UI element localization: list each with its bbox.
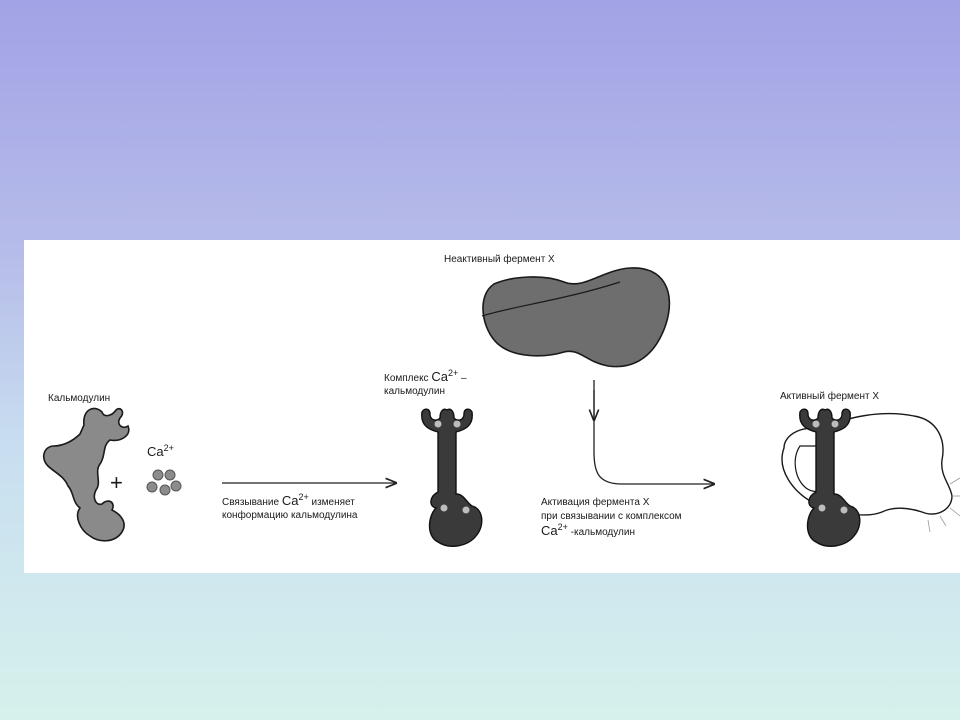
inactive-enzyme-shape [482, 267, 671, 368]
plus-sign: + [110, 470, 123, 495]
diagram-artwork [42, 267, 960, 547]
diagram-panel: Кальмодулин Ca2+ + Неактивный фермент X … [24, 240, 960, 573]
calcium-label: Ca2+ [147, 443, 174, 459]
activation-caption: Активация фермента X при связывании с ко… [541, 497, 682, 538]
active-enzyme-group [781, 408, 960, 547]
active-enzyme-label: Активный фермент X [780, 391, 880, 402]
inactive-enzyme-label: Неактивный фермент X [444, 254, 555, 265]
complex-shape [421, 408, 483, 547]
calmodulin-shape [42, 407, 130, 542]
binding-caption: Связывание Ca2+ изменяет конформацию кал… [222, 492, 358, 522]
calmodulin-label: Кальмодулин [48, 393, 111, 404]
calcium-ions [146, 469, 182, 496]
activation-arrow [593, 390, 714, 484]
complex-label: Комплекс Ca2+ – кальмодулин [384, 368, 467, 398]
